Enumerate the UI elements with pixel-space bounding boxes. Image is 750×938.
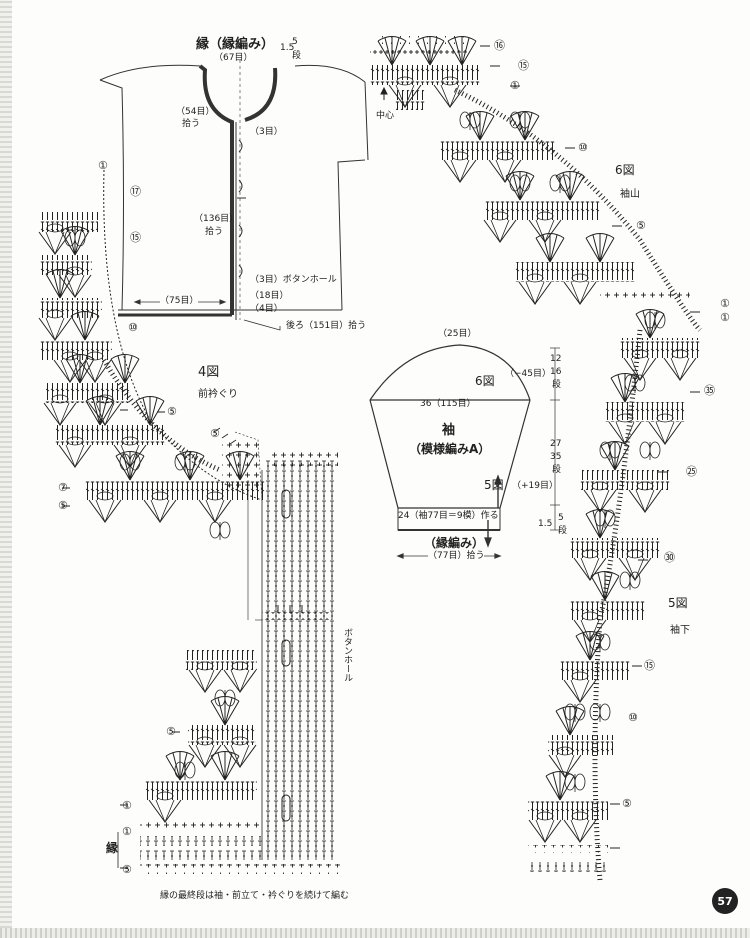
row-marker: ⑮ bbox=[518, 59, 529, 72]
right-fig6-label: 6図 bbox=[615, 163, 635, 177]
row-marker: ⑤ bbox=[166, 725, 176, 738]
row-marker: ⑮ bbox=[644, 659, 655, 672]
sleeve-edging: （縁編み） bbox=[424, 536, 485, 550]
row-marker: ① bbox=[122, 799, 132, 812]
center-label: 中心 bbox=[376, 111, 395, 121]
row-marker: ㉚ bbox=[664, 551, 675, 564]
back-pick-label: 後ろ（151目）拾う bbox=[286, 321, 367, 331]
eighteen-stitches-label: （18目） bbox=[250, 291, 289, 301]
row-marker: ⑦ bbox=[58, 481, 68, 494]
sleeve-width: 36（115目） bbox=[420, 399, 476, 409]
edge-top-rows-unit: 段 bbox=[292, 51, 302, 61]
neck-pick-count: （54目） bbox=[176, 107, 215, 117]
row-marker: ⑤ bbox=[622, 797, 632, 810]
row-marker: ⑩ bbox=[128, 321, 138, 334]
edge-top-rows-count: 5 bbox=[292, 37, 298, 47]
row-marker: ⑤ bbox=[210, 427, 220, 440]
page-scan-edge bbox=[0, 928, 750, 938]
buttonhole-label: （3目）ボタンホール bbox=[250, 275, 337, 285]
cuff-dim-unit: 段 bbox=[558, 526, 568, 536]
row-marker: ⑯ bbox=[494, 39, 505, 52]
sleeve-pattern: （模様編みA） bbox=[409, 442, 491, 456]
row-marker: ⑤ bbox=[58, 499, 68, 512]
body-dim-unit: 段 bbox=[552, 465, 562, 475]
row-marker: ⑩ bbox=[628, 711, 638, 724]
row-marker: ㉕ bbox=[686, 465, 697, 478]
row-marker: ⑤ bbox=[122, 863, 132, 876]
row-marker: ① bbox=[98, 159, 108, 172]
cardigan-schematic bbox=[99, 60, 369, 331]
sleeve-fig5-label: 5図 bbox=[484, 478, 504, 492]
front-neckline-label: 前衿ぐり bbox=[198, 389, 238, 400]
edge-row-label: 縁 bbox=[106, 841, 119, 855]
underarm-label: 袖下 bbox=[670, 625, 690, 636]
body-dim-rows: 35 bbox=[550, 452, 562, 462]
cuff-dim-cm: 1.5 bbox=[538, 519, 553, 529]
front-pick-unit: 拾う bbox=[205, 227, 224, 237]
row-marker: ① bbox=[122, 825, 132, 838]
edge-top-rows-value: 1.5 bbox=[280, 43, 295, 53]
sleeve-title: 袖 bbox=[442, 423, 456, 438]
four-stitches-label: （4目） bbox=[250, 304, 283, 314]
left-fig-label: 4図 bbox=[198, 365, 220, 380]
left-stitch-chart bbox=[38, 169, 340, 874]
sleeve-fig6-label: 6図 bbox=[475, 374, 495, 388]
sleeve-decrease: （−45目） bbox=[505, 369, 551, 379]
row-marker: ⑰ bbox=[130, 185, 141, 198]
hem-count: （75目） bbox=[160, 296, 199, 306]
chart-footnote: 縁の最終段は袖・前立て・衿ぐりを続けて編む bbox=[160, 891, 350, 901]
three-stitches-label: （3目） bbox=[250, 127, 283, 137]
body-dim-cm: 27 bbox=[550, 439, 562, 449]
sleeve-top-count: （25目） bbox=[438, 329, 477, 339]
cuff-dim-rows: 5 bbox=[558, 513, 564, 523]
front-pick-count: （136目） bbox=[194, 214, 239, 224]
sleeve-pick-count: （77目）拾う bbox=[428, 551, 485, 561]
buttonhole-vertical-label: ボタンホール bbox=[342, 628, 352, 682]
page-number: 57 bbox=[712, 888, 738, 914]
sleeve-cast-on-line: 24（袖77目＝9模）作る bbox=[398, 511, 499, 521]
edge-diagram-title: 縁（縁編み） bbox=[196, 37, 275, 52]
row-marker: ⑤ bbox=[636, 219, 646, 232]
cap-dim-unit: 段 bbox=[552, 380, 562, 390]
row-marker: ⑤ bbox=[167, 405, 177, 418]
cap-dim-rows: 16 bbox=[550, 367, 562, 377]
sleeve-schematic bbox=[369, 344, 560, 559]
right-fig5-label: 5図 bbox=[668, 596, 688, 610]
sleeve-cap-label: 袖山 bbox=[620, 189, 640, 200]
right-stitch-chart bbox=[370, 36, 702, 881]
neck-pick-unit: 拾う bbox=[182, 119, 201, 129]
row-marker: ① bbox=[720, 311, 730, 324]
row-marker: ① bbox=[510, 79, 520, 92]
page-binding-edge bbox=[0, 0, 12, 938]
edge-top-count: （67目） bbox=[214, 53, 253, 63]
row-marker: ⑮ bbox=[130, 231, 141, 244]
row-marker: ⑩ bbox=[578, 141, 588, 154]
row-marker: ㉟ bbox=[704, 384, 715, 397]
sleeve-increase: （+19目） bbox=[512, 481, 558, 491]
cap-dim-cm: 12 bbox=[550, 354, 562, 364]
row-marker: ① bbox=[720, 297, 730, 310]
